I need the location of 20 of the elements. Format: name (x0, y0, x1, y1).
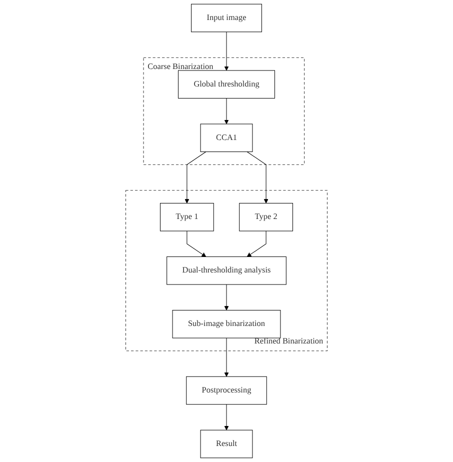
process-box: Sub-image binarization (172, 310, 281, 338)
process-box: Type 2 (239, 202, 293, 232)
arrow (224, 404, 229, 430)
arrow (224, 32, 229, 71)
process-box: Result (200, 430, 253, 458)
process-box: Dual-thresholding analysis (166, 256, 286, 285)
group-title: Refined Binarization (254, 336, 324, 346)
process-box: Global thresholding (178, 70, 275, 99)
arrow (224, 338, 229, 377)
process-box: CCA1 (200, 124, 253, 152)
arrow (184, 152, 206, 204)
arrow (246, 152, 268, 204)
process-box: Postprocessing (186, 376, 267, 405)
arrow (224, 98, 229, 124)
process-box: Input image (191, 4, 262, 32)
arrow (186, 230, 206, 257)
arrow (246, 230, 266, 257)
group-title: Coarse Binarization (148, 62, 214, 71)
process-box: Type 1 (160, 202, 214, 232)
arrow (224, 284, 229, 310)
